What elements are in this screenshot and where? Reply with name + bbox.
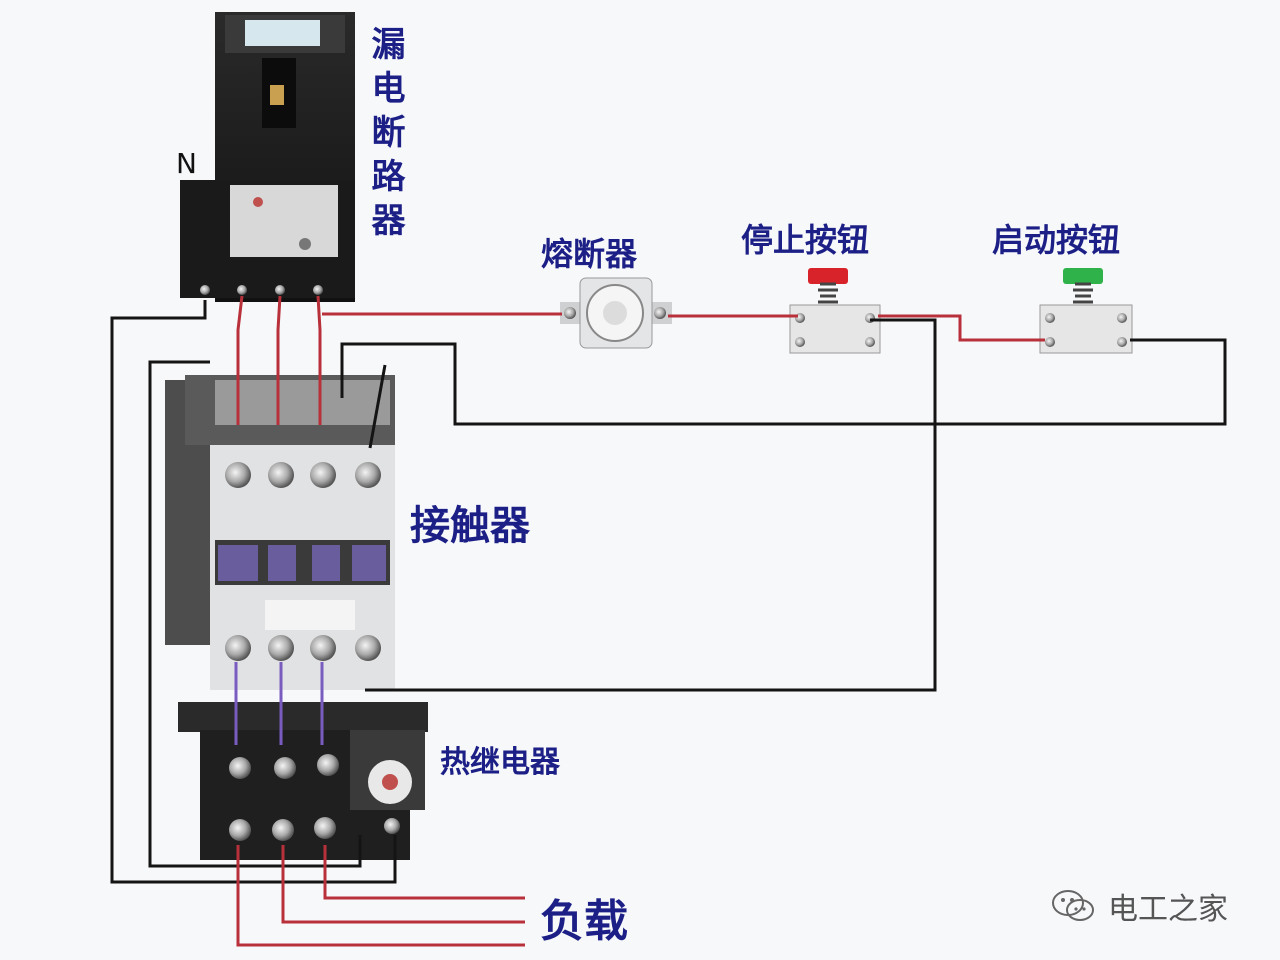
black-wires xyxy=(110,300,1227,884)
neutral-label: N xyxy=(176,147,197,180)
fuse-label: 熔断器 xyxy=(541,235,638,273)
wechat-icon xyxy=(1052,890,1094,921)
thermal-relay xyxy=(178,702,428,860)
start-button-label: 启动按钮 xyxy=(992,221,1121,259)
red-wires xyxy=(236,295,1045,947)
contactor xyxy=(165,375,395,690)
fuse xyxy=(560,277,672,349)
rcd-label: 漏电断路器 xyxy=(365,26,405,246)
start-button xyxy=(1039,268,1133,354)
load-label: 负载 xyxy=(540,896,628,947)
thermal-relay-label: 热继电器 xyxy=(440,745,560,780)
contactor-label: 接触器 xyxy=(410,503,530,549)
contactor-relay-links xyxy=(234,662,324,745)
brand-name: 电工之家 xyxy=(1108,892,1228,927)
rcd-breaker xyxy=(180,12,355,302)
stop-button xyxy=(789,268,881,354)
stop-button-label: 停止按钮 xyxy=(741,221,870,259)
brand-watermark: 电工之家 xyxy=(1050,884,1228,928)
